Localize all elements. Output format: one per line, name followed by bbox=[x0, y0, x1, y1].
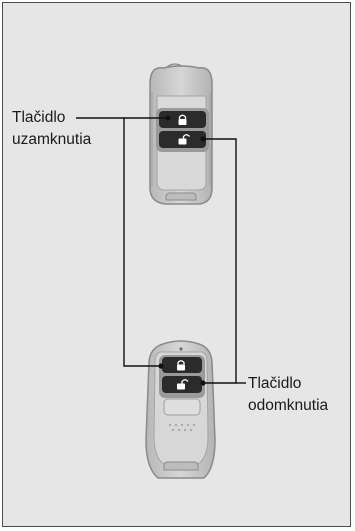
flip-key-fob bbox=[149, 63, 213, 205]
unlock-leader-lines bbox=[203, 138, 246, 384]
unlock-pointer-dot bbox=[200, 380, 206, 386]
lock-button-label: Tlačidlo uzamknutia bbox=[12, 107, 91, 151]
lock-leader-lines bbox=[76, 117, 168, 367]
lock-pointer-dot bbox=[165, 115, 171, 121]
lock-pointer-dot bbox=[158, 363, 164, 369]
unlock-button-label-line: Tlačidlo bbox=[248, 375, 302, 392]
lock-button-label-line: Tlačidlo bbox=[12, 109, 66, 126]
lock-button-label-line: uzamknutia bbox=[12, 131, 92, 148]
padlock-closed-icon bbox=[178, 114, 187, 125]
padlock-closed-icon bbox=[177, 360, 185, 371]
smart-key-fob bbox=[145, 340, 216, 479]
padlock-open-icon bbox=[177, 379, 189, 390]
unlock-pointer-dot bbox=[200, 136, 206, 142]
padlock-open-icon bbox=[178, 134, 190, 145]
unlock-button-label-line: odomknutia bbox=[248, 397, 329, 414]
unlock-button-label: Tlačidlo odomknutia bbox=[248, 373, 328, 417]
